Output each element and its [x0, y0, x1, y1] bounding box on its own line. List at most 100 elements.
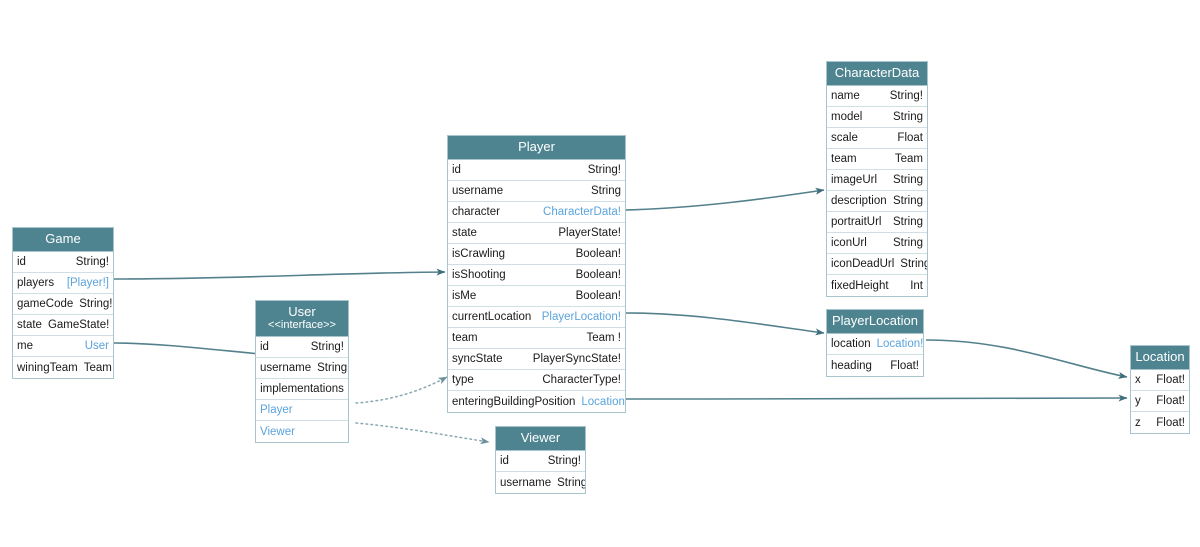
- field-type: GameState!: [47, 319, 110, 331]
- implementation-row-player[interactable]: Player: [256, 400, 348, 421]
- field-type: PlayerSyncState!: [532, 353, 621, 365]
- field-row[interactable]: me User: [13, 336, 113, 357]
- entity-player[interactable]: Player id String! username String charac…: [447, 135, 626, 413]
- field-type[interactable]: User: [84, 340, 109, 352]
- field-type[interactable]: [Player!]: [66, 277, 109, 289]
- field-row[interactable]: username String: [448, 181, 625, 202]
- field-row[interactable]: currentLocation PlayerLocation!: [448, 307, 625, 328]
- entity-game[interactable]: Game id String! players [Player!] gameCo…: [12, 227, 114, 379]
- field-row[interactable]: id String!: [448, 160, 625, 181]
- field-name: scale: [831, 132, 858, 144]
- entity-viewer[interactable]: Viewer id String! username String: [495, 426, 586, 494]
- entity-game-title: Game: [13, 228, 113, 252]
- field-row[interactable]: iconUrl String: [827, 233, 927, 254]
- field-row[interactable]: enteringBuildingPosition Location: [448, 391, 625, 412]
- field-row[interactable]: character CharacterData!: [448, 202, 625, 223]
- entity-user[interactable]: User <<interface>> id String! username S…: [255, 300, 349, 443]
- field-row[interactable]: x Float!: [1131, 370, 1189, 391]
- entity-character-data-title: CharacterData: [827, 62, 927, 86]
- field-row[interactable]: heading Float!: [827, 355, 923, 376]
- field-name: y: [1135, 395, 1141, 407]
- field-type[interactable]: CharacterData!: [543, 206, 621, 218]
- field-row[interactable]: state GameState!: [13, 315, 113, 336]
- field-row[interactable]: isCrawling Boolean!: [448, 244, 625, 265]
- field-name: winingTeam: [17, 361, 78, 374]
- field-name: z: [1135, 416, 1141, 429]
- field-name: heading: [831, 359, 872, 372]
- field-row[interactable]: iconDeadUrl String: [827, 254, 927, 275]
- field-type: String: [892, 111, 923, 123]
- field-name: character: [452, 206, 500, 218]
- field-row[interactable]: y Float!: [1131, 391, 1189, 412]
- field-row[interactable]: username String: [496, 472, 585, 493]
- field-row[interactable]: z Float!: [1131, 412, 1189, 433]
- entity-player-location[interactable]: PlayerLocation location Location! headin…: [826, 309, 924, 377]
- field-row[interactable]: id String!: [256, 337, 348, 358]
- field-row[interactable]: syncState PlayerSyncState!: [448, 349, 625, 370]
- edge-user-implements-player: [355, 376, 448, 404]
- field-name: fixedHeight: [831, 279, 889, 292]
- field-row[interactable]: id String!: [496, 451, 585, 472]
- field-name: type: [452, 374, 474, 386]
- field-type[interactable]: Location!: [876, 338, 923, 350]
- field-type: Team: [83, 361, 112, 374]
- field-name: state: [452, 227, 477, 239]
- field-type[interactable]: PlayerLocation!: [541, 311, 621, 323]
- field-name: isMe: [452, 290, 477, 302]
- edge-game-players-to-player: [113, 268, 446, 280]
- implementation-row-viewer[interactable]: Viewer: [256, 421, 348, 442]
- field-row[interactable]: winingTeam Team: [13, 357, 113, 378]
- field-name: iconDeadUrl: [831, 258, 895, 270]
- field-type: Boolean!: [575, 290, 621, 302]
- edge-player-currentlocation-to-playerlocation: [625, 312, 825, 336]
- field-name: players: [17, 277, 55, 289]
- field-row[interactable]: username String: [256, 358, 348, 379]
- field-type[interactable]: Location: [581, 395, 625, 408]
- field-name: enteringBuildingPosition: [452, 395, 576, 408]
- field-row[interactable]: team Team !: [448, 328, 625, 349]
- field-name: currentLocation: [452, 311, 532, 323]
- field-type: Float!: [890, 359, 919, 372]
- field-row[interactable]: state PlayerState!: [448, 223, 625, 244]
- field-row[interactable]: model String: [827, 107, 927, 128]
- field-row[interactable]: location Location!: [827, 334, 923, 355]
- field-row[interactable]: team Team: [827, 149, 927, 170]
- field-row[interactable]: id String!: [13, 252, 113, 273]
- field-row[interactable]: name String!: [827, 86, 927, 107]
- field-name: location: [831, 338, 871, 350]
- edge-playerlocation-location-to-location: [925, 339, 1128, 379]
- edge-user-implements-viewer: [355, 422, 490, 445]
- field-type: Boolean!: [575, 248, 621, 260]
- field-type: String: [892, 216, 923, 228]
- field-name: me: [17, 340, 33, 352]
- implementation-name[interactable]: Viewer: [260, 425, 295, 438]
- field-name: id: [260, 341, 269, 353]
- field-name: team: [452, 332, 478, 344]
- field-row[interactable]: description String: [827, 191, 927, 212]
- entity-character-data[interactable]: CharacterData name String! model String …: [826, 61, 928, 297]
- field-row[interactable]: portraitUrl String: [827, 212, 927, 233]
- field-row[interactable]: fixedHeight Int: [827, 275, 927, 296]
- field-type: CharacterType!: [542, 374, 621, 386]
- field-row[interactable]: type CharacterType!: [448, 370, 625, 391]
- field-row[interactable]: scale Float: [827, 128, 927, 149]
- field-name: name: [831, 90, 860, 102]
- field-row[interactable]: players [Player!]: [13, 273, 113, 294]
- entity-player-title: Player: [448, 136, 625, 160]
- field-name: portraitUrl: [831, 216, 882, 228]
- field-name: iconUrl: [831, 237, 867, 249]
- field-type: String: [900, 258, 927, 270]
- field-row[interactable]: isShooting Boolean!: [448, 265, 625, 286]
- implementation-name[interactable]: Player: [260, 404, 293, 416]
- field-type: Boolean!: [575, 269, 621, 281]
- field-type: Float!: [1156, 395, 1185, 407]
- field-row[interactable]: isMe Boolean!: [448, 286, 625, 307]
- entity-location[interactable]: Location x Float! y Float! z Float!: [1130, 345, 1190, 434]
- field-row[interactable]: imageUrl String: [827, 170, 927, 191]
- field-type: String: [557, 476, 585, 489]
- field-row[interactable]: gameCode String!: [13, 294, 113, 315]
- field-type: String: [590, 185, 621, 197]
- field-name: model: [831, 111, 863, 123]
- field-type: String: [892, 174, 923, 186]
- entity-viewer-title: Viewer: [496, 427, 585, 451]
